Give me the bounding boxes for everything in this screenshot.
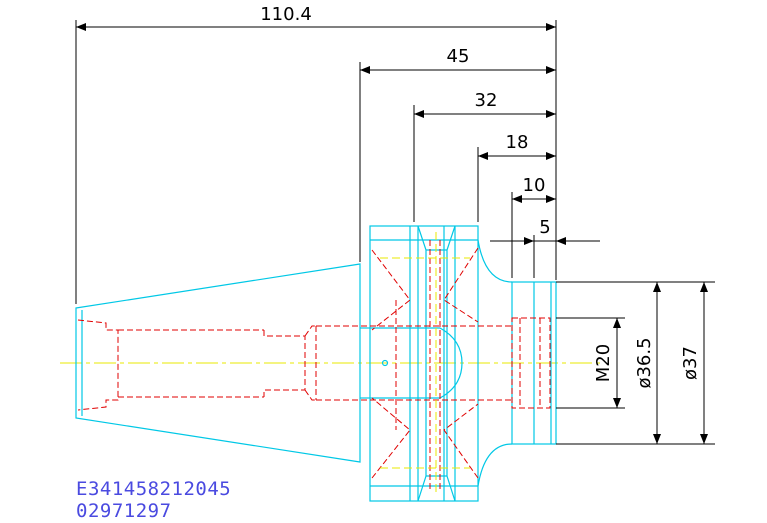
dim-10: 10 — [523, 175, 546, 196]
part-code-line2: 02971297 — [76, 500, 172, 522]
part-outline — [75, 225, 557, 502]
hidden-lines — [77, 240, 551, 490]
dim-dia-37: ø37 — [680, 346, 701, 380]
part-code-line1: E341458212045 — [76, 478, 232, 500]
yellow-construction — [380, 232, 470, 495]
dim-thread-m20: M20 — [593, 344, 614, 382]
dimension-lines — [75, 20, 715, 445]
dim-overall-length: 110.4 — [260, 4, 312, 25]
dim-18: 18 — [506, 132, 529, 153]
dim-32: 32 — [475, 90, 498, 111]
dim-45: 45 — [447, 46, 470, 67]
dim-dia-36-5: ø36.5 — [634, 337, 655, 388]
dim-5: 5 — [539, 217, 550, 238]
